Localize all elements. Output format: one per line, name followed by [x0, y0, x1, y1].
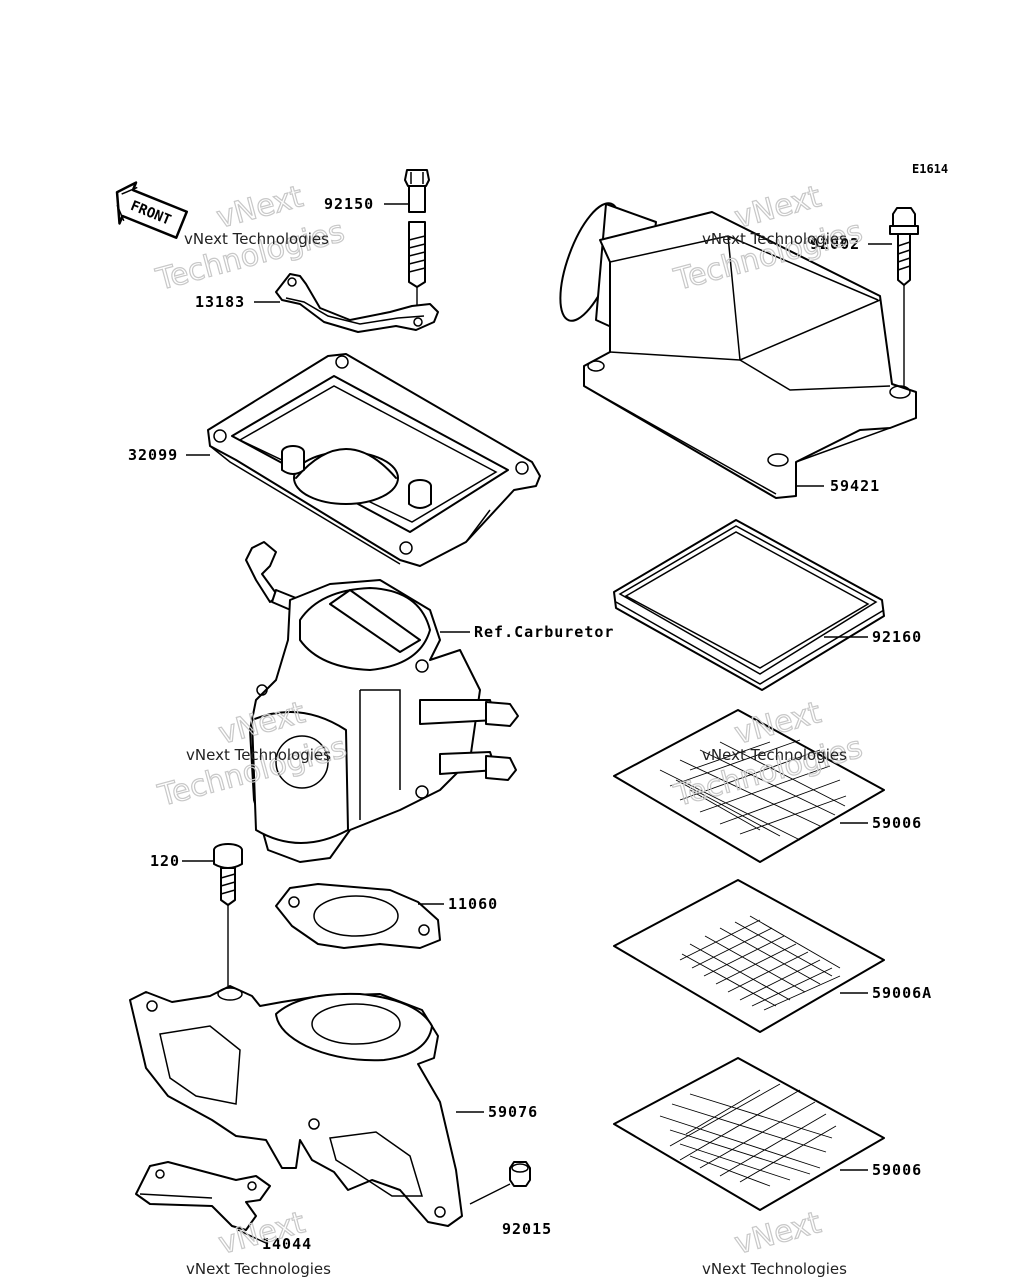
- label-92002: 92002: [810, 235, 860, 253]
- bolt-92002: [889, 207, 919, 386]
- label-59006-lower: 59006: [872, 1161, 922, 1179]
- label-92015: 92015: [502, 1220, 552, 1238]
- label-120: 120: [150, 852, 180, 870]
- svg-text:vNext Technologies: vNext Technologies: [184, 230, 329, 248]
- bolt-92150: [404, 169, 430, 322]
- label-11060: 11060: [448, 895, 498, 913]
- gasket-92160: [613, 519, 885, 691]
- label-13183: 13183: [195, 293, 245, 311]
- label-59006A: 59006A: [872, 984, 932, 1002]
- watermark-top-left: vNext Technologies vNext Technologies: [151, 179, 348, 299]
- gasket-11060: [275, 883, 441, 949]
- nut-92015: [509, 1161, 531, 1187]
- label-59076: 59076: [488, 1103, 538, 1121]
- screen-59006A: [613, 879, 885, 1033]
- bracket-14044: [135, 1161, 271, 1231]
- diagram-code: E1614: [912, 162, 948, 176]
- svg-text:vNext Technologies: vNext Technologies: [186, 1260, 331, 1278]
- bracket-13183: [275, 273, 439, 333]
- label-92150: 92150: [324, 195, 374, 213]
- svg-text:vNext Technologies: vNext Technologies: [186, 746, 331, 764]
- cover-59421: [559, 202, 917, 499]
- svg-text:vNext: vNext: [731, 1205, 825, 1262]
- label-59421: 59421: [830, 477, 880, 495]
- manifold-59076: [129, 985, 463, 1227]
- label-ref-carburetor: Ref.Carburetor: [474, 623, 614, 641]
- watermark-bottom-right: vNext vNext Technologies: [702, 1205, 847, 1278]
- carburetor: [245, 541, 519, 863]
- bolt-120: [213, 843, 243, 986]
- label-92160: 92160: [872, 628, 922, 646]
- svg-text:vNext Technologies: vNext Technologies: [702, 746, 847, 764]
- leader-lines: [182, 203, 892, 1245]
- label-14044: 14044: [262, 1235, 312, 1253]
- svg-text:vNext Technologies: vNext Technologies: [702, 230, 847, 248]
- front-arrow-icon: FRONT: [115, 181, 189, 239]
- svg-text:vNext Technologies: vNext Technologies: [702, 1260, 847, 1278]
- label-32099: 32099: [128, 446, 178, 464]
- housing-32099: [207, 353, 541, 567]
- screen-59006-lower: [613, 1057, 885, 1211]
- screen-59006-upper: [613, 709, 885, 863]
- label-59006-upper: 59006: [872, 814, 922, 832]
